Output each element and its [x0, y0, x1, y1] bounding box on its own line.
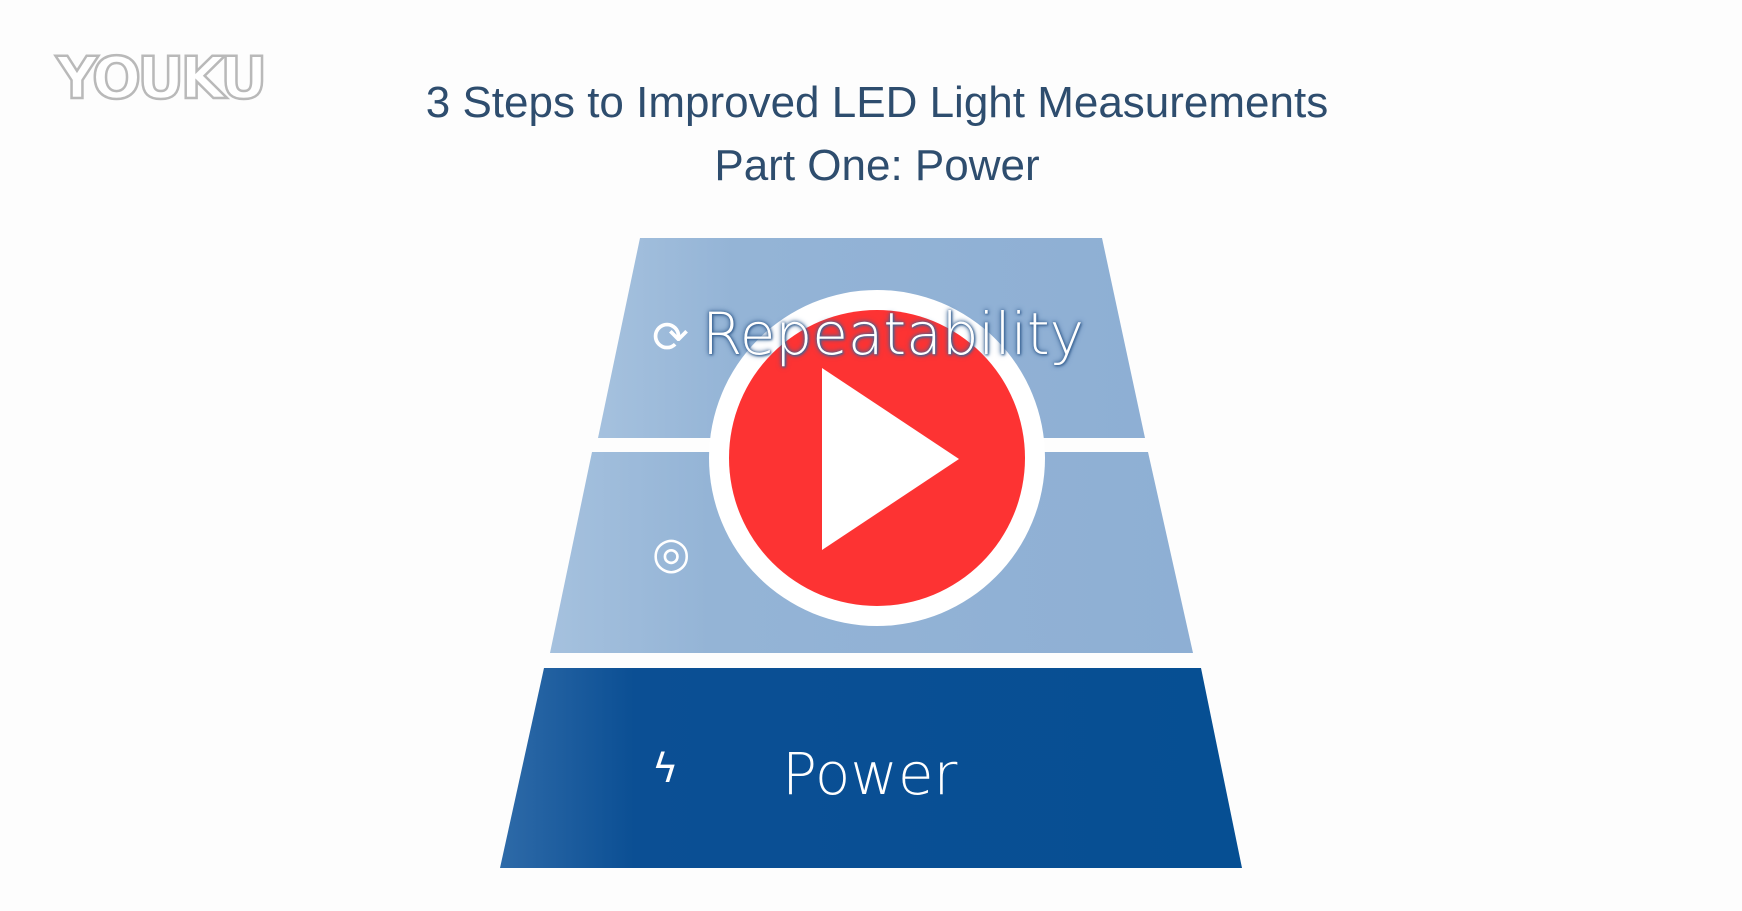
lightning-icon: ϟ: [652, 746, 679, 792]
tier-label-repeatability: Repeatability: [702, 300, 1084, 368]
youku-watermark-logo: YOUKU: [55, 43, 269, 114]
slide-subtitle: Part One: Power: [714, 141, 1040, 190]
slide-title: 3 Steps to Improved LED Light Measuremen…: [425, 78, 1329, 127]
tier-bottom: [500, 668, 1242, 868]
play-icon: [822, 368, 959, 550]
refresh-icon: ⟳: [652, 312, 689, 363]
target-icon: ◎: [652, 528, 691, 579]
tier-label-power: Power: [782, 740, 958, 808]
play-button[interactable]: [709, 290, 1045, 626]
